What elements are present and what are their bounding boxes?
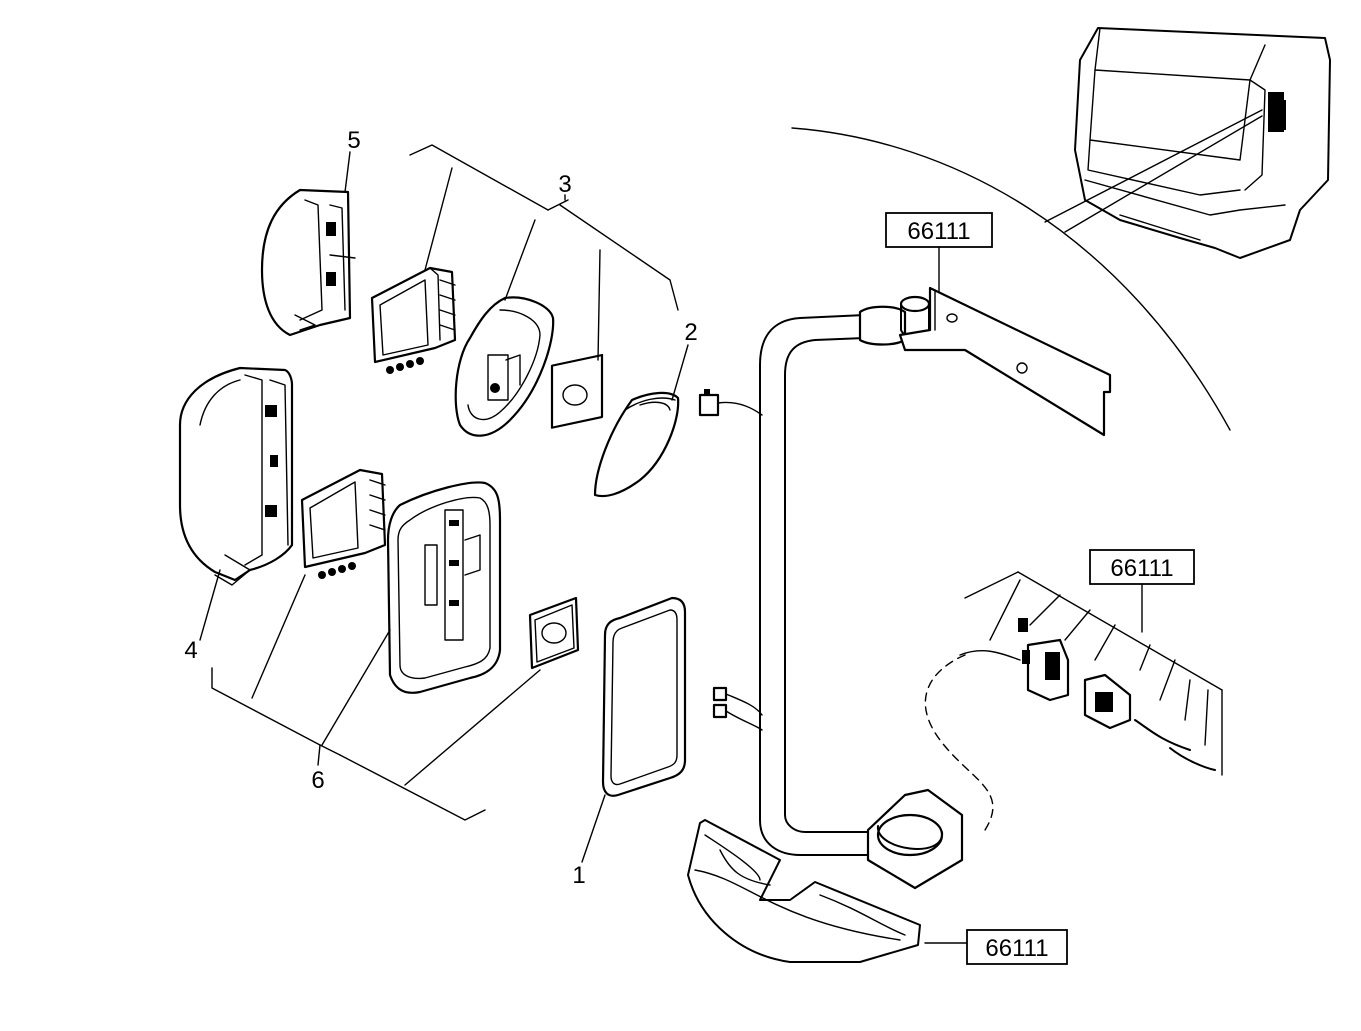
lower-motor: [300, 468, 387, 579]
connector-detail: [959, 571, 1223, 776]
callout-2: 2: [684, 319, 697, 346]
upper-cable: [698, 389, 763, 417]
callout-3: 3: [558, 171, 571, 198]
reference-66111-connector: 66111: [1089, 549, 1195, 633]
part-4-lower-cover: [178, 366, 294, 586]
callout-numbers: 5 3 2 4 6 1: [184, 127, 697, 889]
truck-cab-illustration: [1044, 27, 1331, 259]
callout-4: 4: [184, 637, 197, 664]
lower-base-mount: [866, 788, 964, 890]
part-1-lower-glass: [601, 596, 687, 797]
lower-cable: [712, 686, 763, 731]
upper-motor: [370, 266, 457, 374]
upper-pad: [550, 353, 604, 429]
callout-1: 1: [572, 862, 585, 889]
reference-label-base: 66111: [985, 935, 1048, 962]
part-5-upper-cover: [260, 188, 356, 337]
callout-leaders: [199, 151, 689, 863]
dashed-harness: [924, 654, 994, 831]
group-3-bracket: [409, 144, 679, 361]
callout-5: 5: [347, 127, 360, 154]
part-2-upper-glass: [593, 391, 680, 498]
lower-pad: [528, 596, 580, 670]
lower-mirror-housing: [386, 481, 502, 694]
reference-label-connector: 66111: [1110, 555, 1173, 582]
base-plate: [687, 819, 921, 963]
mirror-arm: [759, 295, 931, 856]
upper-bracket: [898, 286, 1112, 437]
reference-label-arm: 66111: [907, 218, 970, 245]
upper-mirror-housing: [454, 296, 555, 437]
group-6-bracket: [211, 574, 541, 821]
callout-6: 6: [311, 767, 324, 794]
reference-66111-arm: 66111: [885, 212, 993, 301]
reference-66111-base: 66111: [924, 929, 1068, 965]
detail-arc: [791, 127, 1231, 431]
